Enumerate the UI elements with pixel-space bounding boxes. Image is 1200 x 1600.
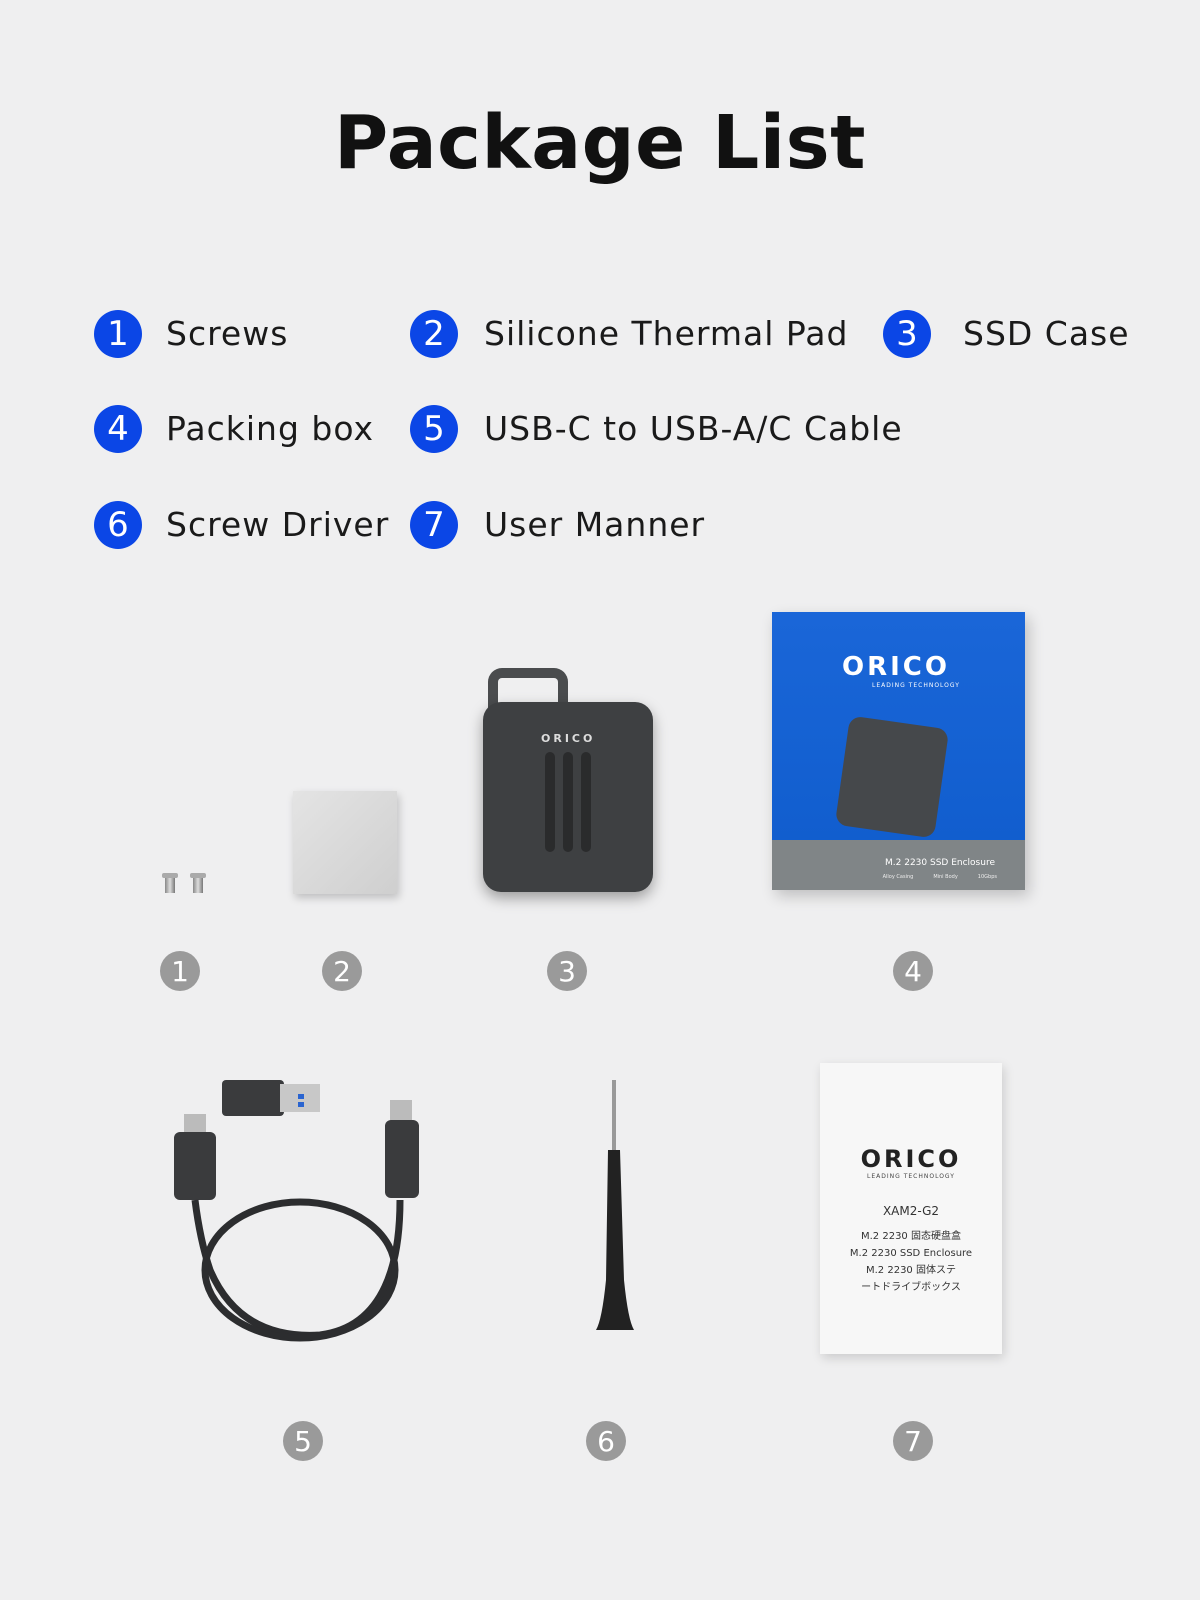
item-label: User Manner xyxy=(484,505,706,544)
item-label: Screw Driver xyxy=(166,505,390,544)
image-marker: 4 xyxy=(893,951,933,991)
ssd-case-image: ORICO xyxy=(483,702,653,892)
manual-line: ートドライブボックス xyxy=(861,1282,961,1293)
manual-logo: ORICO xyxy=(860,1145,962,1173)
item-label: Silicone Thermal Pad xyxy=(484,314,849,353)
packing-box-image: ORICO LEADING TECHNOLOGY M.2 2230 SSD En… xyxy=(772,612,1025,890)
item-number: 2 xyxy=(410,310,458,358)
manual-line: M.2 2230 固态硬盘盒 xyxy=(861,1231,961,1242)
manual-model: XAM2-G2 xyxy=(882,1204,940,1218)
item-number: 7 xyxy=(410,501,458,549)
item-label: USB-C to USB-A/C Cable xyxy=(484,409,903,448)
box-feature: Mini Body xyxy=(933,874,958,880)
case-logo: ORICO xyxy=(541,732,596,745)
image-marker: 1 xyxy=(160,951,200,991)
manual-tagline: LEADING TECHNOLOGY xyxy=(867,1173,955,1180)
item-label: Screws xyxy=(166,314,289,353)
screwdriver-image xyxy=(596,1080,634,1330)
manual-line: M.2 2230 固体ステ xyxy=(866,1265,956,1276)
thermal-pad-image xyxy=(293,791,397,894)
case-keyring-loop xyxy=(488,668,568,718)
item-label: Packing box xyxy=(166,409,375,448)
page-title: Package List xyxy=(333,100,867,186)
item-number: 4 xyxy=(94,405,142,453)
image-marker: 5 xyxy=(283,1421,323,1461)
image-marker: 2 xyxy=(322,951,362,991)
usb-cable-image xyxy=(174,1080,419,1342)
item-number: 3 xyxy=(883,310,931,358)
manual-line: M.2 2230 SSD Enclosure xyxy=(849,1248,973,1259)
image-marker: 3 xyxy=(547,951,587,991)
item-number: 1 xyxy=(94,310,142,358)
box-product: M.2 2230 SSD Enclosure xyxy=(885,858,995,868)
image-marker: 6 xyxy=(586,1421,626,1461)
user-manual-image: ORICO LEADING TECHNOLOGY XAM2-G2 M.2 223… xyxy=(820,1063,1002,1354)
box-feature: 10Gbps xyxy=(977,874,997,880)
item-number: 6 xyxy=(94,501,142,549)
item-label: SSD Case xyxy=(963,314,1130,353)
item-number: 5 xyxy=(410,405,458,453)
box-case-picture xyxy=(834,715,950,839)
box-tagline: LEADING TECHNOLOGY xyxy=(872,682,960,689)
box-logo: ORICO xyxy=(842,652,950,682)
image-marker: 7 xyxy=(893,1421,933,1461)
box-feature: Alloy Casing xyxy=(882,874,914,880)
